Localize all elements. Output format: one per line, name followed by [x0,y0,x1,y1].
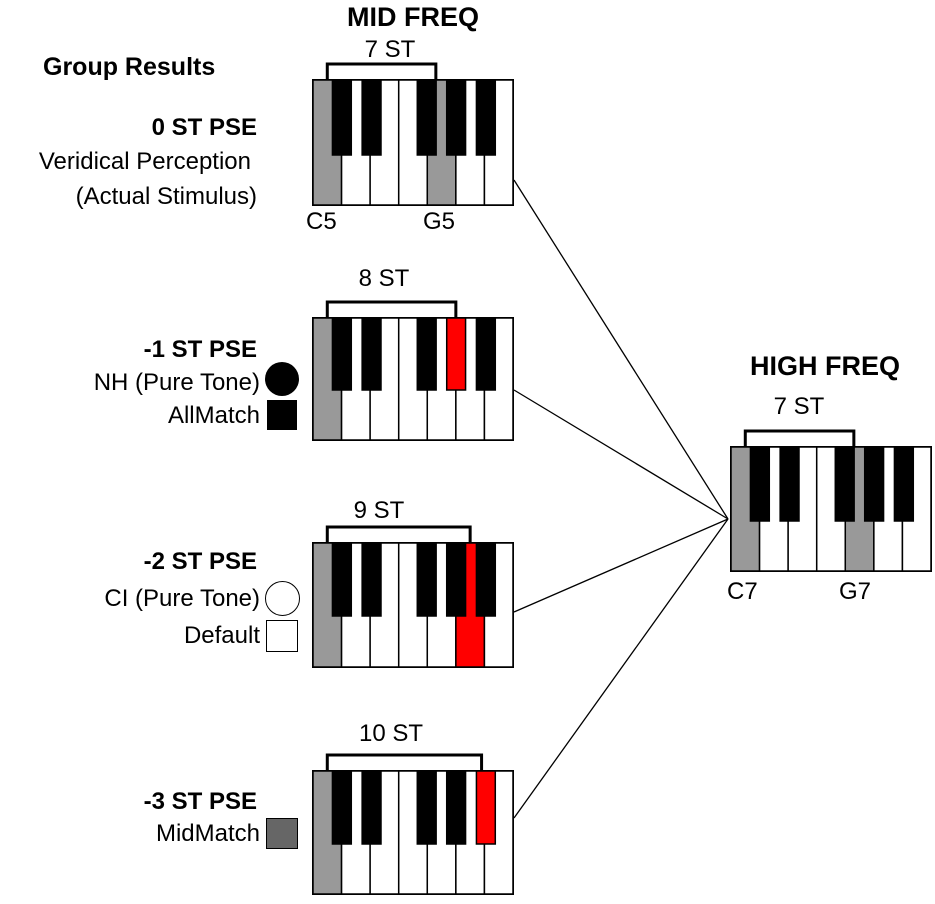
connector-line-2 [513,518,729,613]
mid-keyboard-3-black-key-fsharp [416,770,437,845]
high-keyboard-black-key-asharp [893,446,915,522]
connector-line-0 [513,179,729,520]
pse-label-2: -2 ST PSE [143,548,257,575]
description-0-line-2: (Actual Stimulus) [75,183,257,210]
high-keyboard-black-key-dsharp [779,446,800,522]
note-label-g7: G7 [839,578,872,605]
mid-keyboard-2-black-key-gsharp [445,542,467,617]
mid-keyboard-0 [312,62,514,206]
pse-label-0: 0 ST PSE [151,114,257,141]
connector-line-3 [513,518,729,819]
high-keyboard-black-key-gsharp [863,446,885,522]
mid-keyboard-2 [312,525,514,668]
interval-label-0: 7 ST [364,36,416,63]
mid-keyboard-2-interval-bracket [325,525,472,543]
mid-keyboard-3-black-key-asharp [475,770,497,845]
high-keyboard-black-key-fsharp [834,446,855,522]
mid-freq-title: MID FREQ [347,2,479,32]
mid-keyboard-2-black-key-fsharp [416,542,437,617]
mid-keyboard-3-black-key-gsharp [445,770,467,845]
group-midmatch: MidMatch [155,820,260,847]
pse-label-3: -3 ST PSE [143,788,257,815]
mid-keyboard-0-black-key-dsharp [361,79,382,156]
group-ci-pure-tone: CI (Pure Tone) [104,585,260,612]
note-label-c7: C7 [727,578,758,605]
high-keyboard [730,429,932,572]
midmatch-symbol [266,818,298,849]
keyboards [312,62,932,895]
ci-pure-tone-symbol [265,581,300,616]
mid-keyboard-3-interval-bracket [325,753,484,771]
pse-label-1: -1 ST PSE [143,336,257,363]
group-default: Default [183,622,260,649]
mid-keyboard-2-black-key-dsharp [361,542,382,617]
group-allmatch: AllMatch [167,402,260,429]
description-0-line-1: Veridical Perception [38,148,251,175]
mid-keyboard-0-black-key-fsharp [416,79,437,156]
connector-lines [513,179,729,819]
mid-keyboard-3-black-key-csharp [331,770,353,845]
mid-keyboard-1 [312,300,514,441]
mid-keyboard-0-black-key-csharp [331,79,353,156]
mid-keyboard-1-black-key-asharp [475,317,497,391]
mid-keyboard-2-black-key-csharp [331,542,353,617]
high-freq-title: HIGH FREQ [750,351,901,381]
group-results-title: Group Results [43,53,216,81]
mid-keyboard-1-black-key-gsharp [445,317,467,391]
note-label-g5: G5 [423,208,456,235]
mid-keyboard-0-interval-bracket [325,62,438,80]
interval-label-1: 8 ST [358,265,410,292]
interval-label-3: 10 ST [358,720,424,747]
interval-label-2: 9 ST [353,497,405,524]
mid-keyboard-1-black-key-fsharp [416,317,437,391]
mid-keyboard-3 [312,753,514,895]
mid-keyboard-1-black-key-csharp [331,317,353,391]
connector-line-1 [513,389,729,520]
mid-keyboard-0-black-key-gsharp [445,79,467,156]
mid-keyboard-3-black-key-dsharp [361,770,382,845]
mid-keyboard-1-interval-bracket [325,300,458,318]
high-interval-label: 7 ST [773,393,825,420]
group-nh-pure-tone: NH (Pure Tone) [93,369,260,396]
mid-keyboard-2-black-key-asharp [475,542,497,617]
default-symbol [266,620,298,652]
note-label-c5: C5 [306,208,337,235]
mid-keyboard-0-black-key-asharp [475,79,497,156]
high-keyboard-black-key-csharp [749,446,771,522]
high-keyboard-interval-bracket [743,429,856,447]
nh-pure-tone-symbol [265,362,299,396]
allmatch-symbol [267,400,297,430]
mid-keyboard-1-black-key-dsharp [361,317,382,391]
